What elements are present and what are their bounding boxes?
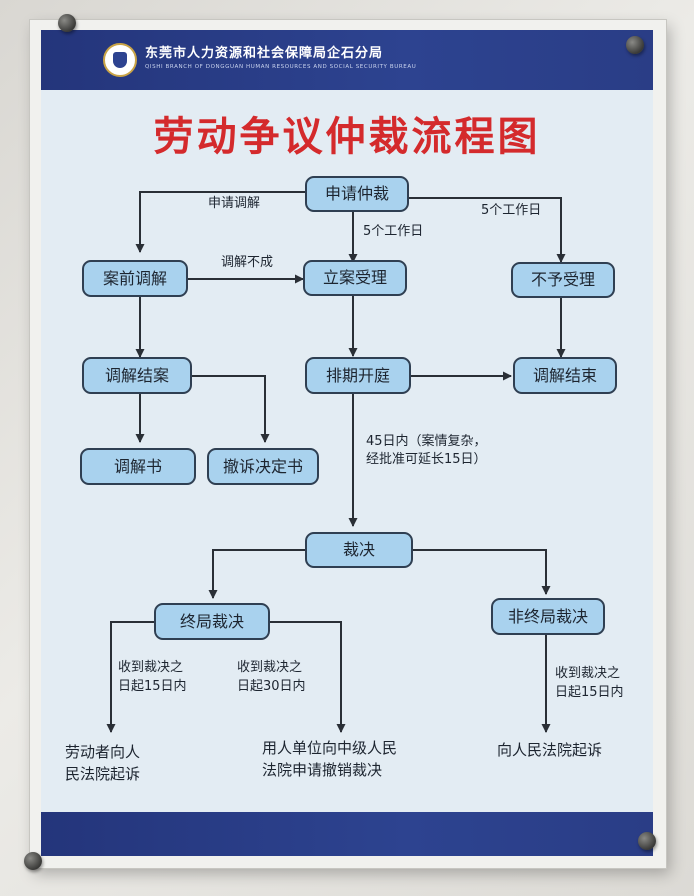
- org-name-en: QISHI BRANCH OF DONGGUAN HUMAN RESOURCES…: [145, 64, 417, 70]
- label-mediation-failed: 调解不成: [221, 255, 274, 270]
- node-withdraw-decision: 撤诉决定书: [207, 448, 319, 485]
- label-worker-deadline-l2: 日起15日内: [118, 679, 187, 694]
- poster: 东莞市人力资源和社会保障局企石分局 QISHI BRANCH OF DONGGU…: [41, 30, 653, 856]
- result-worker-l1: 劳动者向人: [65, 743, 141, 761]
- edge-ruling-final: [208, 549, 306, 599]
- edge-final-worker: [106, 621, 169, 733]
- node-apply-arbitration: 申请仲裁: [305, 176, 409, 212]
- pin-top-right-icon: [626, 36, 644, 54]
- flow-connectors: [106, 191, 566, 733]
- label-five-workdays-reject: 5个工作日: [481, 203, 542, 218]
- bureau-logo-icon: [103, 43, 137, 77]
- node-accept-case: 立案受理: [303, 260, 407, 296]
- label-45-days-l2: 经批准可延长15日）: [366, 452, 487, 467]
- edge-ruling-nonfinal: [413, 549, 551, 595]
- header-band: [41, 30, 653, 90]
- label-employer-deadline-l1: 收到裁决之: [237, 660, 303, 675]
- node-schedule-hearing: 排期开庭: [305, 357, 411, 394]
- result-worker-l2: 民法院起诉: [65, 765, 141, 783]
- footer-band: [41, 812, 653, 856]
- node-mediation-document: 调解书: [80, 448, 196, 485]
- org-name-cn: 东莞市人力资源和社会保障局企石分局: [145, 46, 384, 61]
- pin-bottom-right-icon: [638, 832, 656, 850]
- node-final-ruling: 终局裁决: [154, 603, 270, 640]
- label-nonfinal-deadline-l1: 收到裁决之: [555, 666, 621, 681]
- node-non-final-ruling: 非终局裁决: [491, 598, 605, 635]
- label-worker-deadline-l1: 收到裁决之: [118, 660, 184, 675]
- label-apply-mediation: 申请调解: [208, 196, 261, 211]
- label-five-workdays-accept: 5个工作日: [363, 224, 424, 239]
- edge-close-withdraw: [191, 375, 270, 443]
- edge-apply-reject: [409, 197, 566, 263]
- node-ruling: 裁决: [305, 532, 413, 568]
- label-nonfinal-deadline-l2: 日起15日内: [555, 685, 624, 700]
- node-reject-case: 不予受理: [511, 262, 615, 298]
- pin-top-left-icon: [58, 14, 76, 32]
- edge-final-employer: [259, 621, 346, 733]
- node-pre-mediation: 案前调解: [82, 260, 188, 297]
- label-employer-deadline-l2: 日起30日内: [237, 679, 306, 694]
- label-45-days-l1: 45日内（案情复杂，: [366, 434, 487, 449]
- pin-bottom-left-icon: [24, 852, 42, 870]
- node-mediation-end: 调解结束: [513, 357, 617, 394]
- result-employer-l1: 用人单位向中级人民: [262, 739, 398, 757]
- node-mediation-close: 调解结案: [82, 357, 192, 394]
- result-nonfinal-court: 向人民法院起诉: [497, 741, 603, 759]
- result-employer-l2: 法院申请撤销裁决: [262, 761, 383, 779]
- edge-apply-premediation: [135, 191, 305, 253]
- page-title: 劳动争议仲裁流程图: [153, 113, 541, 160]
